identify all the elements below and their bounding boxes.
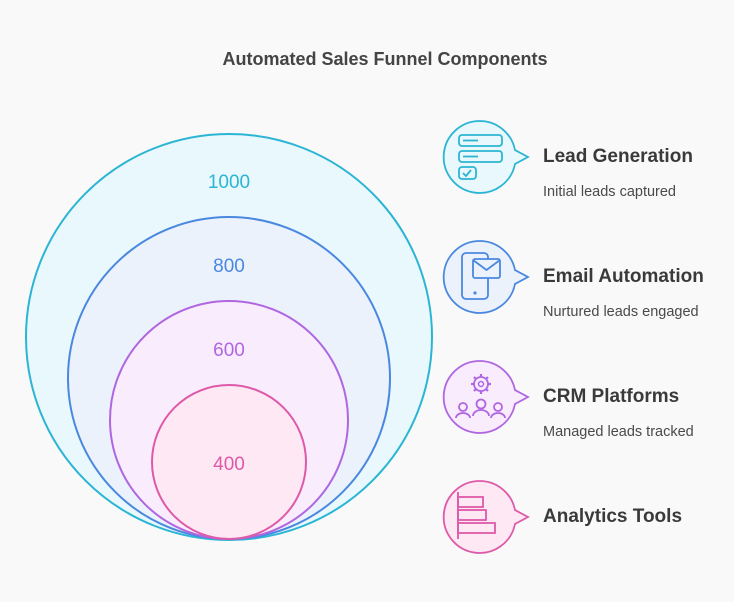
phone-email-icon (442, 240, 530, 314)
bar-chart-icon (442, 480, 530, 554)
gear-people-icon (442, 360, 530, 434)
legend-desc-lead-generation: Initial leads captured (543, 184, 676, 200)
legend-desc-email-automation: Nurtured leads engaged (543, 304, 699, 320)
legend-desc-crm-platforms: Managed leads tracked (543, 424, 694, 440)
legend-heading-email-automation: Email Automation (543, 266, 704, 287)
circle-label-400: 400 (213, 454, 245, 475)
diagram-title: Automated Sales Funnel Components (222, 49, 548, 69)
circle-label-600: 600 (213, 340, 245, 361)
form-checklist-icon (442, 120, 530, 194)
circle-400 (151, 384, 307, 540)
legend-heading-lead-generation: Lead Generation (543, 146, 693, 167)
circle-label-800: 800 (213, 256, 245, 277)
legend-heading-crm-platforms: CRM Platforms (543, 386, 680, 407)
legend-heading-analytics-tools: Analytics Tools (543, 506, 683, 527)
circle-label-1000: 1000 (208, 172, 250, 193)
